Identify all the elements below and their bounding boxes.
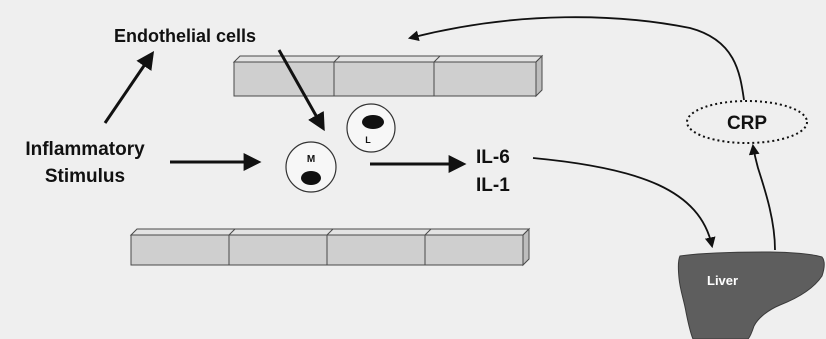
endothelial-cells-label: Endothelial cells bbox=[114, 26, 256, 46]
upper-endothelial-wall bbox=[232, 54, 544, 98]
lymphocyte-cell: L bbox=[346, 103, 396, 153]
macrophage-nucleus bbox=[301, 171, 321, 185]
arrow-endothelial-to-cells bbox=[277, 49, 325, 132]
crp-label: CRP bbox=[727, 113, 767, 134]
arrow-stimulus-to-endothelial bbox=[103, 51, 155, 124]
arrow-liver-to-crp bbox=[748, 143, 776, 251]
arrow-crp-to-endothelium bbox=[407, 16, 745, 101]
lower-endothelial-wall bbox=[129, 227, 531, 267]
macrophage-label: M bbox=[307, 154, 315, 165]
lymphocyte-label: L bbox=[365, 135, 371, 145]
arrows bbox=[103, 16, 776, 251]
crp-node: CRP bbox=[686, 100, 808, 144]
arrow-cytokines-to-liver bbox=[532, 157, 716, 249]
lymphocyte-nucleus bbox=[362, 115, 384, 129]
liver-label: Liver bbox=[707, 273, 738, 288]
stimulus-label: Stimulus bbox=[45, 166, 125, 187]
macrophage-cell: M bbox=[285, 141, 337, 193]
inflammatory-label: Inflammatory bbox=[25, 139, 145, 160]
il1-label: IL-1 bbox=[476, 175, 510, 196]
liver-shape: Liver bbox=[677, 251, 825, 339]
il6-label: IL-6 bbox=[476, 147, 510, 168]
